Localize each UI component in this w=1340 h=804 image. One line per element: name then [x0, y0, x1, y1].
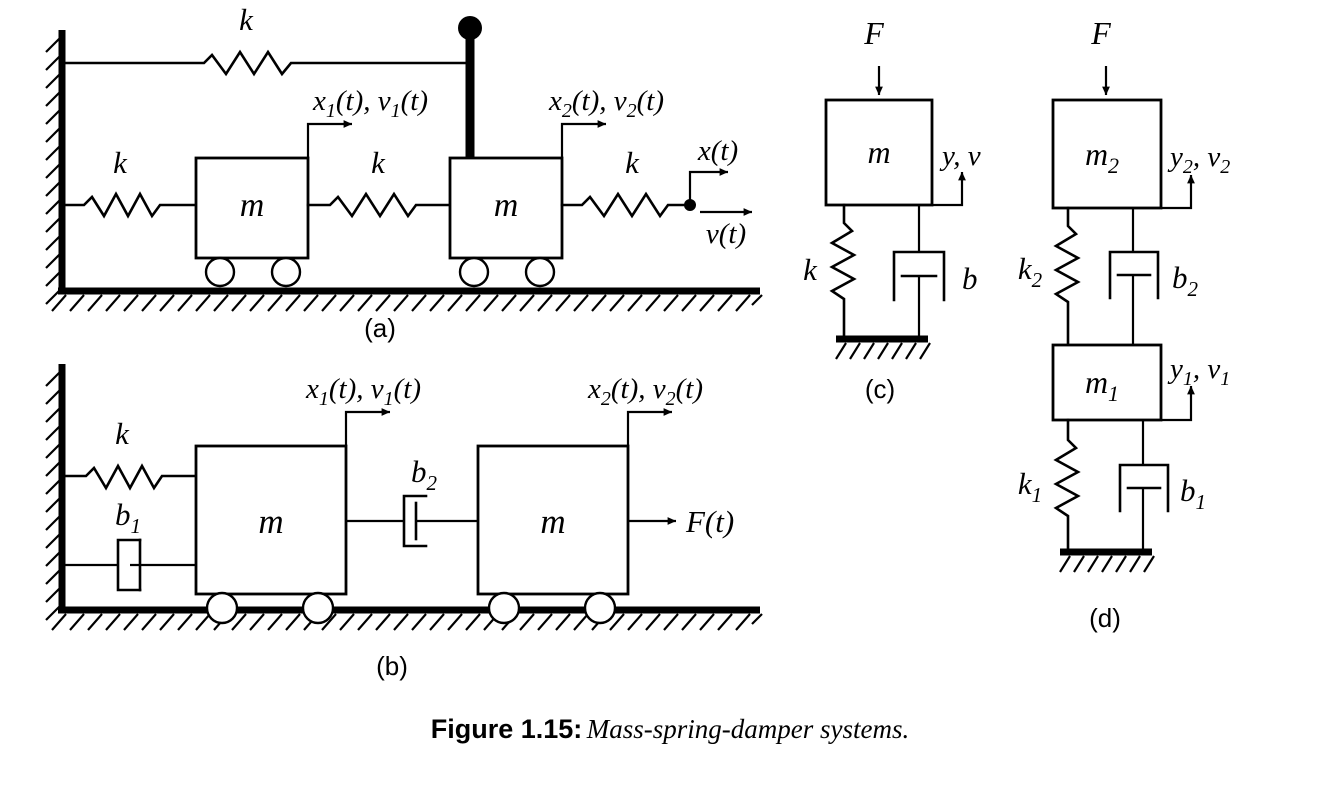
- panel-b-wall: [45, 364, 66, 621]
- panel-a-coord-x1v1-label: x1(t), v1(t): [312, 85, 428, 122]
- panel-a-left-spring: k: [62, 145, 198, 219]
- panel-b-damper-2-label: b2: [411, 454, 438, 495]
- panel-a-mass-1: m: [194, 156, 310, 288]
- panel-a: k k m k m: [45, 2, 763, 343]
- panel-a-free-end: x(t) v(t): [684, 135, 753, 250]
- panel-d-output-2-label: y2, v2: [1167, 141, 1230, 178]
- panel-b-label: (b): [376, 651, 408, 681]
- panel-c-label: (c): [865, 374, 895, 404]
- panel-d-ground: [1059, 548, 1155, 573]
- panel-d-spring-1: k1: [1018, 418, 1081, 554]
- panel-d-damper-1-label: b1: [1180, 473, 1206, 514]
- panel-a-ground: [51, 287, 763, 312]
- panel-a-middle-spring: k: [306, 145, 452, 219]
- panel-a-mass-2: m: [448, 156, 564, 288]
- panel-d-force-label: F: [1090, 15, 1111, 51]
- panel-b-coord-x2v2: x2(t), v2(t): [587, 373, 703, 446]
- panel-a-coord-x2v2-label: x2(t), v2(t): [548, 85, 664, 122]
- panel-c-output-label: y, v: [939, 140, 981, 172]
- panel-a-post-ball: [458, 16, 482, 40]
- panel-c-force-label: F: [863, 15, 884, 51]
- panel-a-coord-x2v2: x2(t), v2(t): [548, 85, 664, 158]
- panel-d-output-2: y2, v2: [1161, 141, 1230, 210]
- panel-b-mass-2-label: m: [540, 502, 565, 541]
- panel-b-spring: k: [62, 416, 198, 491]
- panel-c-damper-label: b: [962, 261, 978, 296]
- panel-a-right-spring: k: [560, 145, 690, 219]
- panel-b-coord-x2v2-label: x2(t), v2(t): [587, 373, 703, 410]
- panel-b-mass-1: m: [194, 444, 348, 625]
- panel-a-coord-v-label: v(t): [706, 218, 746, 250]
- panel-c-output: y, v: [932, 140, 981, 207]
- panel-a-coord-x1v1: x1(t), v1(t): [306, 85, 428, 158]
- figure-caption-label: Figure 1.15:: [430, 714, 583, 744]
- panel-d-force: F: [1090, 15, 1111, 96]
- panel-a-top-spring: k: [62, 2, 472, 77]
- panel-d-mass-2: m2: [1051, 98, 1163, 210]
- panel-b-damper-1: b1: [64, 497, 196, 592]
- panel-c-spring-label: k: [803, 252, 818, 287]
- panel-b-damper-1-label: b1: [115, 497, 141, 538]
- panel-b-coord-x1v1: x1(t), v1(t): [305, 373, 421, 446]
- panel-b-spring-label: k: [115, 416, 130, 451]
- panel-c-force: F: [863, 15, 884, 96]
- panel-b-mass-1-label: m: [258, 502, 283, 541]
- figure-caption-text: Mass-spring-damper systems.: [586, 714, 910, 744]
- panel-d-damper-2-label: b2: [1172, 260, 1199, 301]
- panel-a-mass-2-label: m: [494, 187, 519, 224]
- panel-c-mass-label: m: [867, 134, 890, 170]
- panel-a-coord-x-label: x(t): [697, 135, 738, 167]
- panel-d-label: (d): [1089, 603, 1121, 633]
- panel-a-right-spring-label: k: [625, 145, 640, 180]
- figure-caption: Figure 1.15: Mass-spring-damper systems.: [0, 714, 1340, 745]
- panel-d-spring-2: k2: [1018, 206, 1081, 358]
- panel-c-damper: b: [892, 205, 978, 339]
- panel-b-ground: [51, 606, 763, 631]
- panel-b-mass-2: m: [476, 444, 630, 625]
- panel-c-spring: k: [803, 203, 857, 341]
- panel-a-post: [458, 16, 482, 172]
- panel-a-mass-1-label: m: [240, 187, 265, 224]
- panel-b-force-label: F(t): [685, 504, 734, 539]
- panel-d: F m2 y2, v2 k2: [1018, 15, 1230, 633]
- panel-a-middle-spring-label: k: [371, 145, 386, 180]
- panel-b-coord-x1v1-label: x1(t), v1(t): [305, 373, 421, 410]
- panel-d-output-1-label: y1, v1: [1167, 353, 1230, 390]
- panel-b: k b1 m b2: [45, 364, 763, 681]
- panel-a-label: (a): [364, 313, 396, 343]
- panel-d-mass-1-label: m1: [1085, 364, 1119, 406]
- panel-b-force: F(t): [628, 504, 734, 539]
- panel-a-top-spring-label: k: [239, 2, 254, 37]
- panel-c-mass: m: [824, 98, 934, 207]
- panel-c: F m y, v k b: [803, 15, 981, 404]
- panel-d-spring-1-label: k1: [1018, 466, 1042, 507]
- panel-c-ground: [835, 335, 931, 360]
- panel-d-output-1: y1, v1: [1161, 353, 1230, 422]
- panel-d-spring-2-label: k2: [1018, 251, 1043, 292]
- panel-d-mass-2-label: m2: [1085, 136, 1119, 178]
- panel-d-damper-1: b1: [1118, 420, 1206, 552]
- panel-a-wall: [45, 30, 66, 305]
- panel-d-damper-2: b2: [1108, 208, 1199, 356]
- panel-a-left-spring-label: k: [113, 145, 128, 180]
- panel-d-mass-1: m1: [1051, 343, 1163, 422]
- panel-b-damper-2: b2: [346, 454, 478, 548]
